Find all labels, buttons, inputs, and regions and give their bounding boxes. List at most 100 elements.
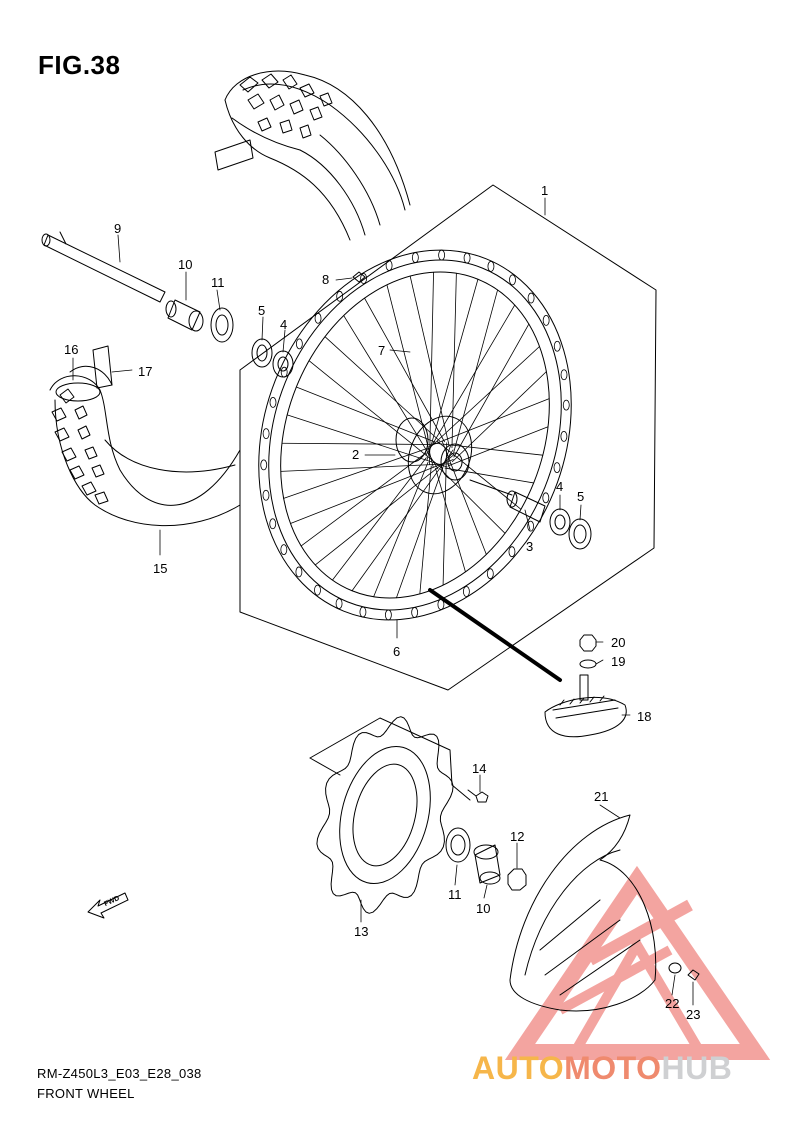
callout-23: 23 [686, 1007, 701, 1022]
rim-hole [553, 462, 561, 473]
figure-name: FRONT WHEEL [37, 1086, 135, 1101]
rim-hole [560, 369, 568, 381]
rim-hole [553, 340, 561, 352]
tube [544, 674, 627, 738]
spoke [386, 284, 434, 468]
spoke [426, 346, 540, 451]
callout-11b: 11 [448, 887, 462, 902]
leader-lines [72, 197, 694, 1006]
rim-hole [262, 428, 270, 440]
callout-16: 16 [64, 342, 79, 357]
callout-2: 2 [352, 447, 360, 462]
tire-left [49, 345, 241, 527]
spoke [314, 454, 455, 566]
rim-hole [560, 430, 568, 442]
callout-17: 17 [138, 364, 153, 379]
watermark-part-a: AUTO [472, 1050, 565, 1086]
callout-21: 21 [594, 789, 609, 804]
callout-7: 7 [378, 343, 386, 358]
spoke [425, 304, 516, 456]
callout-14: 14 [472, 761, 487, 776]
callout-5b: 5 [577, 489, 585, 504]
spoke [428, 398, 550, 447]
callout-19: 19 [611, 654, 626, 669]
brake-disc [316, 716, 454, 914]
rim-hole [462, 586, 470, 597]
rim-hole [336, 290, 344, 302]
cover-washer [668, 962, 682, 974]
rim-hole [486, 568, 494, 580]
watermark-logo: AUTOMOTOHUB [472, 1050, 732, 1087]
disc-cover [509, 814, 657, 1012]
rim-hole [411, 607, 419, 618]
assembly-frame [239, 184, 657, 691]
callout-13: 13 [354, 924, 369, 939]
callout-12: 12 [510, 829, 525, 844]
rim-hole [487, 261, 495, 272]
spoke [451, 371, 547, 463]
callout-4: 4 [280, 317, 288, 332]
callout-5: 5 [258, 303, 266, 318]
rim-hole [295, 338, 303, 350]
rim-hole [508, 546, 516, 558]
callout-10b: 10 [476, 901, 491, 916]
spacer [469, 479, 546, 523]
tube-leader [428, 588, 562, 682]
watermark-part-c: HUB [661, 1050, 733, 1086]
callout-8: 8 [322, 272, 330, 287]
rim-hole [527, 520, 535, 532]
tire-top [214, 70, 411, 241]
watermark-triangle [504, 865, 771, 1060]
rim-hole [280, 366, 288, 378]
callout-4b: 4 [556, 479, 564, 494]
disc-frame [309, 717, 471, 801]
rim-hole [269, 397, 277, 408]
callout-1: 1 [541, 183, 549, 198]
spoke [308, 360, 444, 470]
spoke [373, 461, 429, 598]
rim-hole [359, 606, 367, 618]
axle [41, 231, 166, 303]
valve-nut [579, 634, 597, 652]
spoke [451, 272, 457, 449]
rim-hole [260, 459, 268, 471]
spoke [441, 440, 487, 555]
rim-hole [542, 314, 550, 326]
spoke [448, 426, 549, 466]
spoke [444, 467, 535, 484]
callout-3: 3 [526, 539, 534, 554]
seal-5-right [568, 518, 592, 550]
callout-9: 9 [114, 221, 122, 236]
seal-upper [210, 307, 234, 343]
spoke [281, 442, 432, 445]
hub [395, 415, 473, 495]
spokes [260, 249, 570, 621]
valve-washer [579, 659, 597, 669]
callout-22: 22 [665, 996, 680, 1011]
rim-hole [463, 252, 471, 264]
rim-hole [314, 312, 322, 324]
fwd-arrow [87, 892, 129, 919]
callout-11: 11 [211, 275, 225, 290]
spoke [426, 278, 479, 461]
cover-bolt [687, 969, 700, 981]
spoke [429, 271, 434, 465]
nipple [352, 271, 366, 283]
rim-hole [360, 273, 368, 284]
rim-hole [542, 492, 550, 504]
callout-20: 20 [611, 635, 626, 650]
disc-bolt [475, 791, 489, 803]
spoke [396, 445, 451, 599]
rim-hole [269, 518, 277, 530]
collar-upper [165, 299, 204, 332]
callout-15: 15 [153, 561, 168, 576]
collar-lower [473, 844, 501, 885]
spoke [283, 447, 429, 499]
seal-5-left [251, 338, 273, 368]
rim-hole [527, 292, 535, 304]
watermark-part-b: MOTO [564, 1050, 662, 1086]
rim-hole [385, 260, 393, 271]
spoke [300, 452, 427, 547]
